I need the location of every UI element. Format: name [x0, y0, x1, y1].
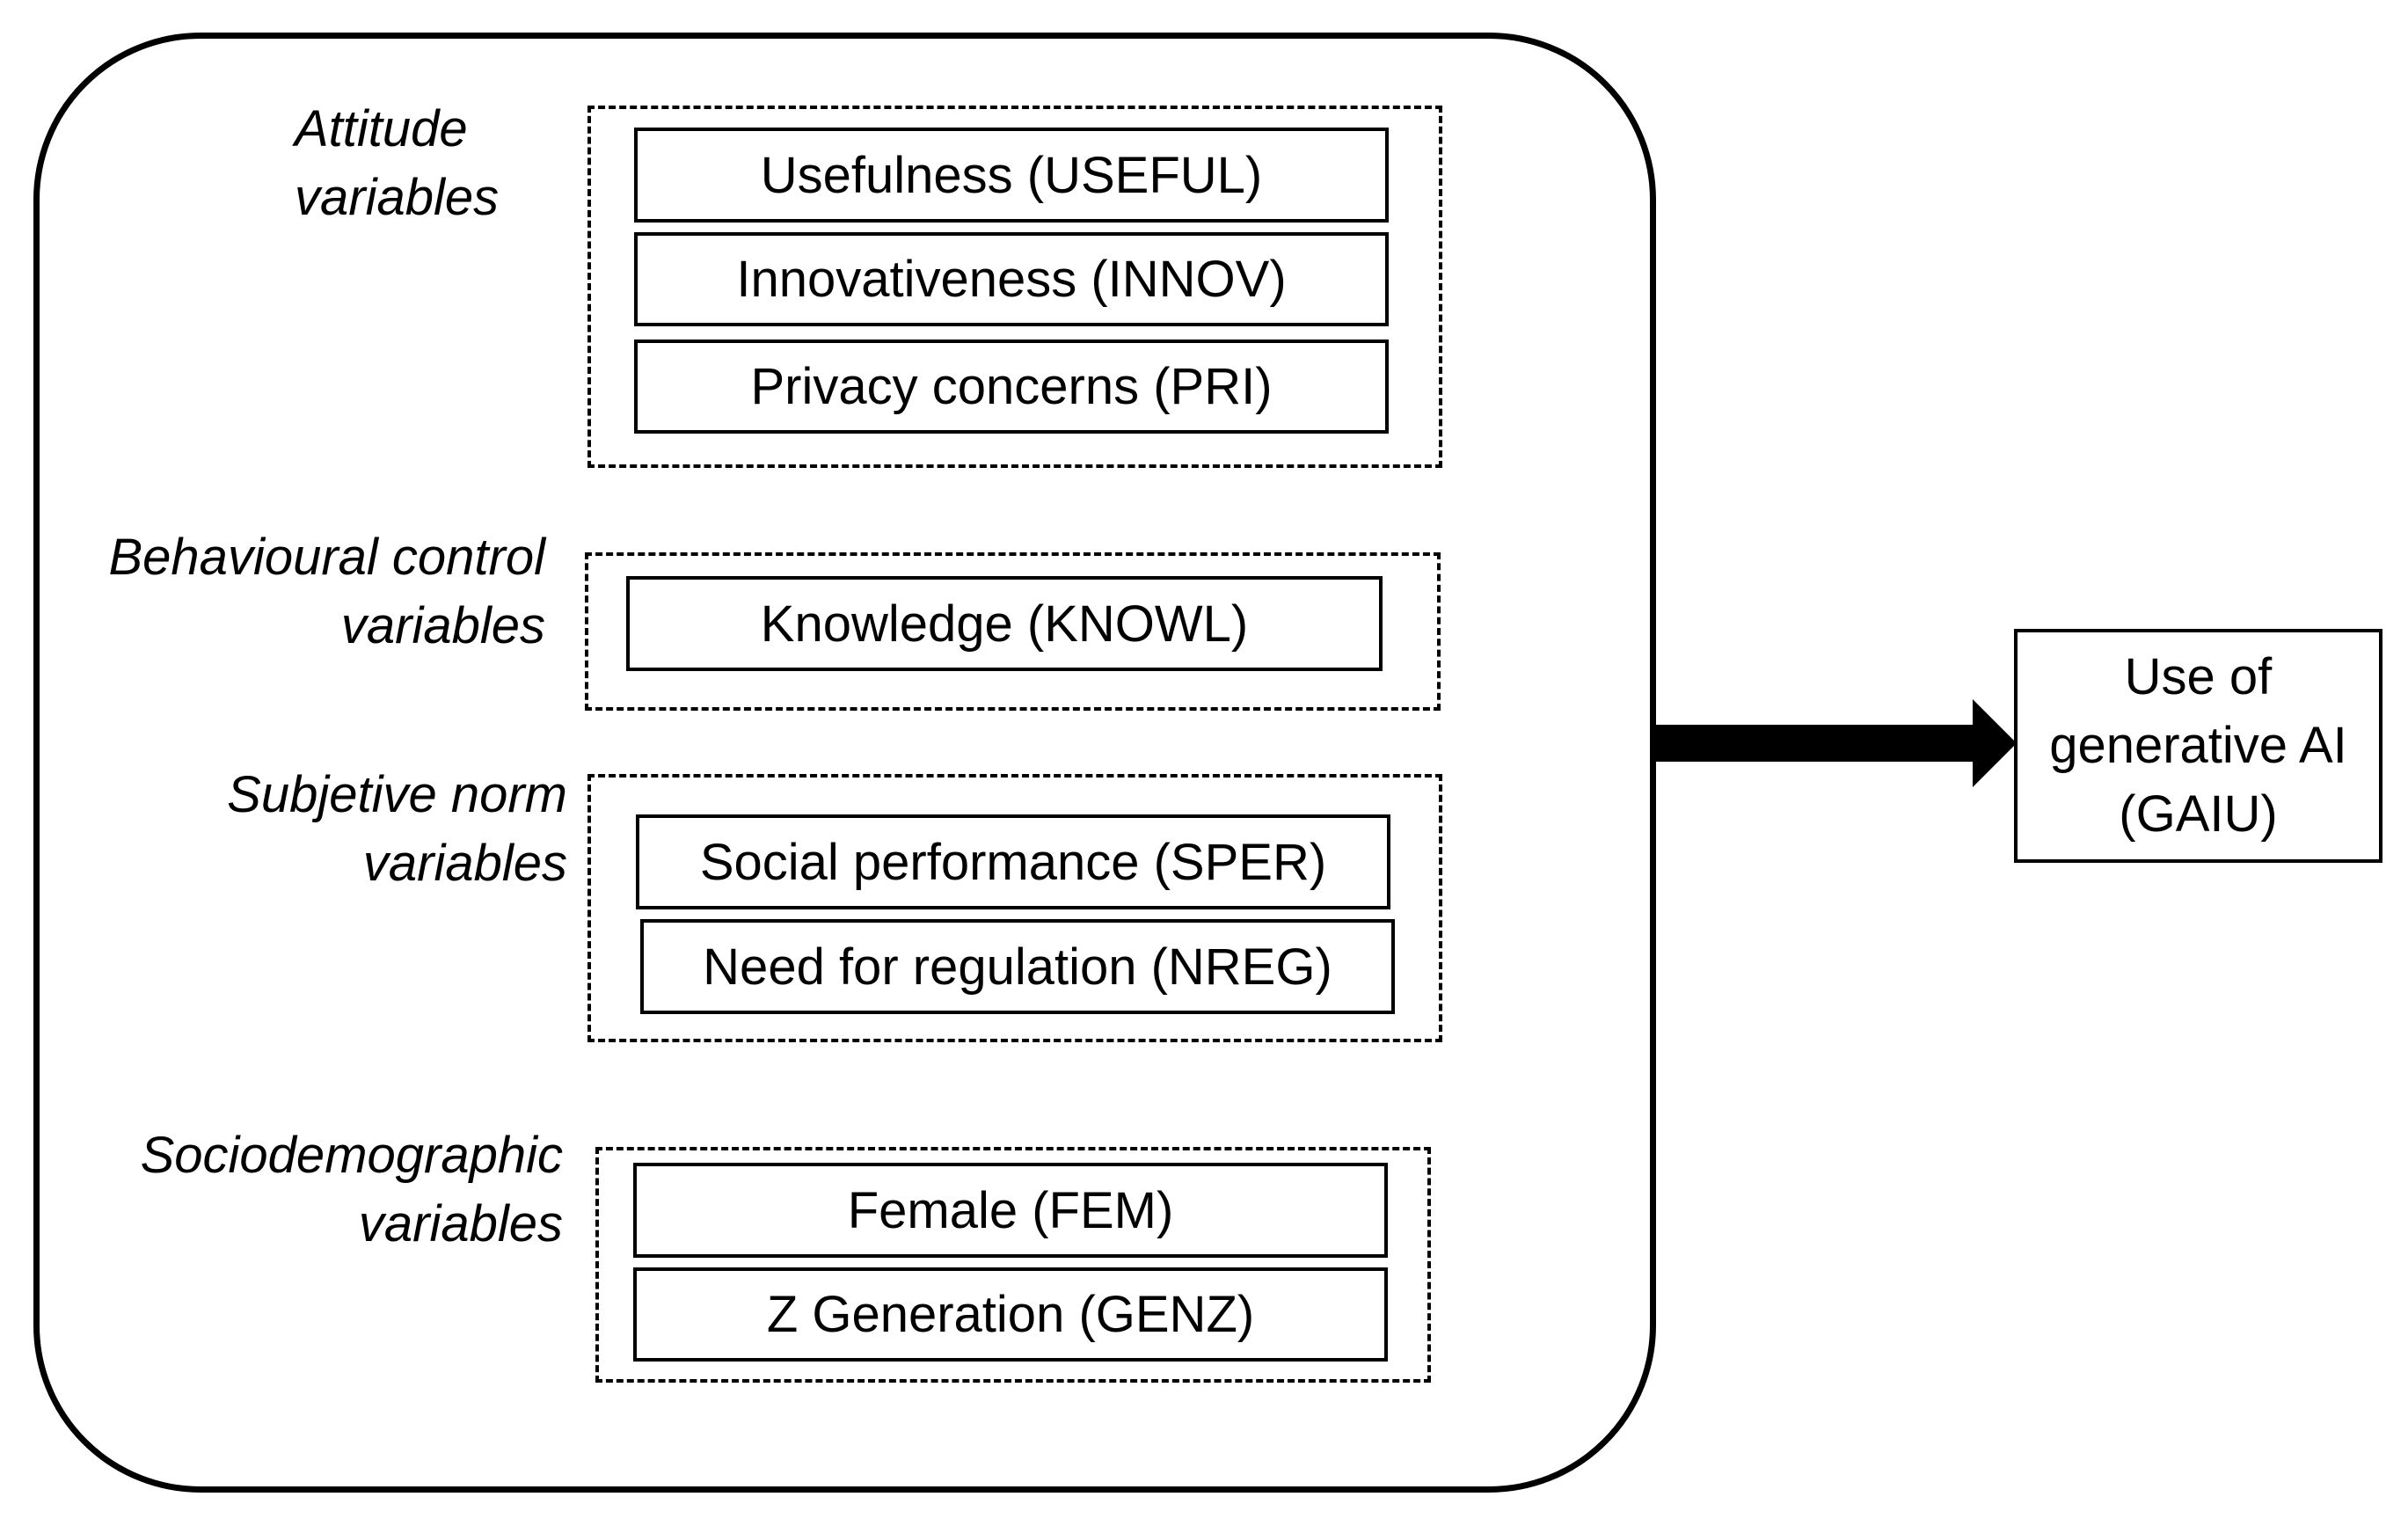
attitude-group-label: Attitude variables	[295, 95, 499, 232]
sociodemographic-group-label: Sociodemographic variables	[106, 1121, 563, 1259]
sociodemographic-group	[595, 1147, 1431, 1383]
subjective-norm-label-line-1: Subjetive norm	[227, 766, 567, 823]
subjective-norm-label-line-2: variables	[362, 835, 567, 892]
subjective-norm-group	[587, 774, 1442, 1042]
z-generation-box: Z Generation (GENZ)	[633, 1267, 1388, 1362]
usefulness-box: Usefulness (USEFUL)	[634, 128, 1389, 223]
innovativeness-box: Innovativeness (INNOV)	[634, 232, 1389, 326]
knowledge-box: Knowledge (KNOWL)	[626, 576, 1383, 671]
outcome-line-2: generative AI	[2049, 717, 2347, 774]
need-for-regulation-box: Need for regulation (NREG)	[640, 919, 1395, 1014]
privacy-concerns-box: Privacy concerns (PRI)	[634, 340, 1389, 434]
attitude-label-line-2: variables	[295, 169, 500, 226]
behavioural-control-label-line-2: variables	[340, 597, 545, 654]
outcome-box: Use of generative AI (GAIU)	[2014, 629, 2382, 863]
social-performance-box: Social performance (SPER)	[636, 814, 1390, 909]
sociodemographic-label-line-1: Sociodemographic	[140, 1127, 563, 1184]
behavioural-control-group	[585, 552, 1441, 711]
sociodemographic-label-line-2: variables	[358, 1195, 563, 1252]
female-box: Female (FEM)	[633, 1163, 1388, 1258]
behavioural-control-label-line-1: Behavioural control	[108, 529, 545, 586]
outcome-line-3: (GAIU)	[2119, 785, 2278, 843]
behavioural-control-group-label: Behavioural control variables	[79, 523, 545, 661]
arrow-shaft	[1656, 725, 1977, 762]
effect-arrow	[1656, 699, 2017, 787]
attitude-label-line-1: Attitude	[295, 100, 468, 157]
subjective-norm-group-label: Subjetive norm variables	[176, 761, 567, 898]
outcome-line-1: Use of	[2124, 648, 2273, 705]
arrow-head	[1973, 699, 2017, 787]
attitude-group	[587, 106, 1442, 468]
predictors-frame	[33, 33, 1656, 1493]
